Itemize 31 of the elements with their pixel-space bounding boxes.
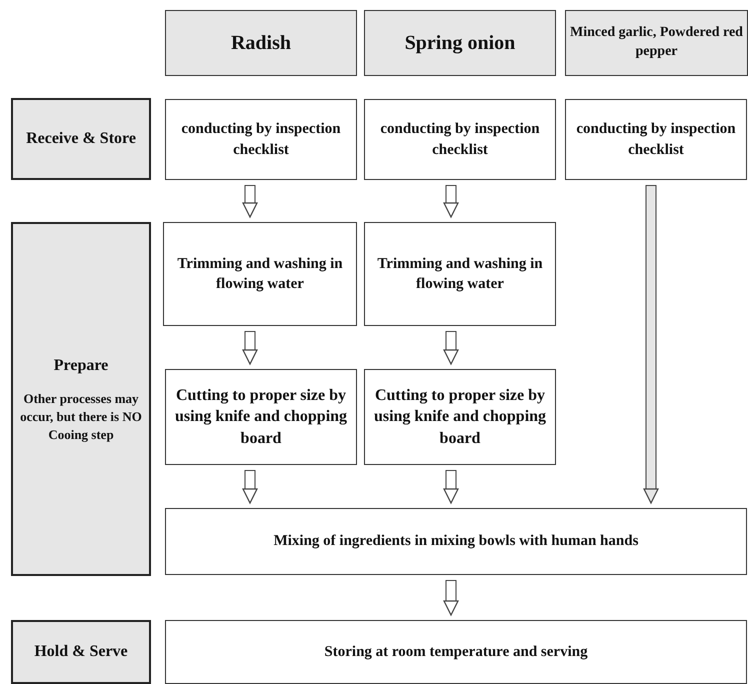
heading: conducting by inspection checklist	[379, 120, 541, 160]
heading: Minced garlic, Powdered red pepper	[570, 24, 743, 61]
process-box	[364, 222, 556, 326]
process-box	[165, 508, 747, 575]
stage-box	[11, 98, 151, 180]
heading: Receive & Store	[26, 129, 136, 150]
heading: Spring onion	[404, 30, 516, 56]
process-box	[364, 369, 556, 465]
heading: Hold & Serve	[34, 642, 128, 662]
heading: conducting by inspection checklist	[180, 120, 342, 160]
header-box	[565, 10, 748, 76]
heading: Trimming and washing in flowing water	[376, 254, 544, 294]
heading: Radish	[230, 30, 292, 56]
process-box	[565, 99, 747, 180]
header-box	[364, 10, 556, 76]
process-box	[364, 99, 556, 180]
process-box	[165, 99, 357, 180]
process-box	[165, 369, 357, 465]
process-box	[165, 620, 747, 684]
heading: Cutting to proper size by using knife and chopping board	[174, 386, 348, 449]
heading: Mixing of ingredients in mixing bowls with human hands	[274, 532, 638, 552]
heading: Prepare	[54, 356, 108, 376]
header-box	[165, 10, 357, 76]
heading: Cutting to proper size by using knife and chopping board	[372, 386, 548, 449]
heading: conducting by inspection checklist	[575, 120, 737, 160]
heading: Storing at room temperature and serving	[324, 642, 588, 662]
stage-box	[11, 620, 151, 684]
note: Other processes may occur, but there is NO Cooing step	[19, 390, 143, 444]
process-box	[163, 222, 357, 326]
heading: Trimming and washing in flowing water	[176, 254, 344, 294]
stage-box	[11, 222, 151, 576]
